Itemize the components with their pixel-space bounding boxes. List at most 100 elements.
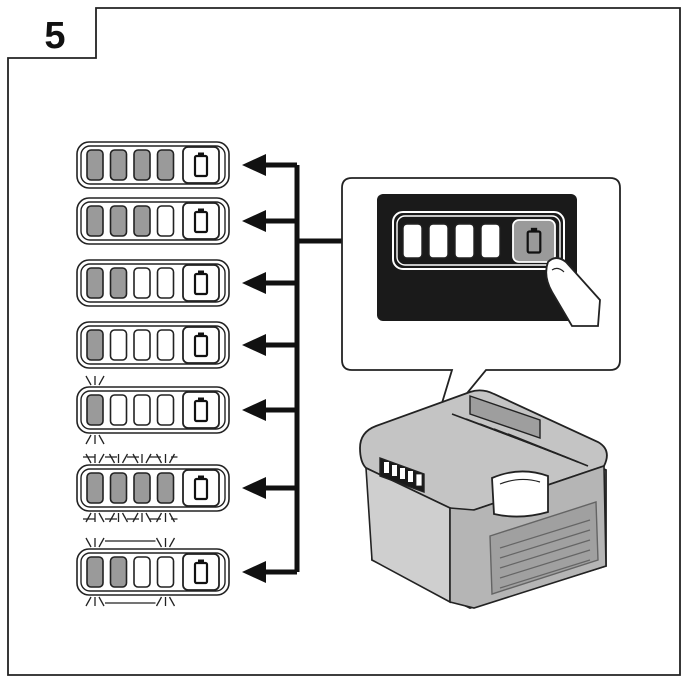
blink-mark xyxy=(85,596,92,607)
indicator-row xyxy=(76,375,230,445)
battery-latch-groove xyxy=(499,478,541,485)
indicator-inner-frame xyxy=(80,552,226,592)
blink-mark xyxy=(98,596,105,607)
check-button xyxy=(182,553,220,591)
indicator-row xyxy=(76,259,230,307)
segment-lit xyxy=(156,472,175,504)
blink-mark xyxy=(98,375,105,386)
blink-mark xyxy=(121,512,129,523)
indicator-inner-frame xyxy=(80,201,226,241)
blink-mark xyxy=(98,453,105,464)
blink-mark xyxy=(121,453,129,464)
blink-mark xyxy=(155,512,163,523)
blink-mark xyxy=(155,596,163,607)
segment-lit xyxy=(86,149,104,181)
segment-lit xyxy=(109,267,128,299)
check-button xyxy=(182,146,220,184)
check-button xyxy=(182,326,220,364)
connector-arrows xyxy=(242,154,390,583)
blink-mark xyxy=(168,453,176,464)
battery-icon-terminal xyxy=(530,227,538,232)
battery-grip-panel xyxy=(489,501,599,595)
indicator-inner-frame xyxy=(80,145,226,185)
figure-number: 5 xyxy=(44,15,66,57)
finger-nail xyxy=(551,267,565,273)
segment-off xyxy=(156,329,175,361)
segment-off xyxy=(133,329,151,361)
battery-rail xyxy=(507,433,589,467)
blink-mark xyxy=(168,596,176,607)
segment-lit xyxy=(86,329,104,361)
indicator-row xyxy=(76,197,230,245)
battery-icon xyxy=(526,227,542,254)
segment-lit xyxy=(86,205,104,237)
segment-lit xyxy=(109,472,128,504)
blink-mark xyxy=(108,512,116,523)
arrow-head xyxy=(242,561,266,583)
battery-indicator-segment xyxy=(392,465,397,476)
indicator-inner-frame xyxy=(80,263,226,303)
indicator-row xyxy=(76,141,230,189)
battery-icon-terminal xyxy=(198,270,204,274)
blink-mark xyxy=(132,453,139,464)
segment-off xyxy=(133,267,151,299)
indicator-inner-frame xyxy=(80,390,226,430)
check-button xyxy=(182,202,220,240)
indicator-inner-frame xyxy=(80,325,226,365)
battery-indicator-segment xyxy=(408,471,413,482)
blink-mark xyxy=(98,537,105,548)
panel-segment-off xyxy=(454,223,475,259)
blink-mark xyxy=(85,434,92,445)
arrow-head xyxy=(242,210,266,232)
blink-mark xyxy=(108,453,116,464)
indicator-row xyxy=(76,453,230,523)
indicator-row xyxy=(76,321,230,369)
panel-check-button xyxy=(512,219,556,263)
arrow-head xyxy=(242,154,266,176)
segment-off xyxy=(156,205,175,237)
arrow-head xyxy=(242,334,266,356)
arrow-head xyxy=(242,272,266,294)
blink-mark xyxy=(132,512,139,523)
battery-pack-icon xyxy=(359,389,608,609)
battery-indicator-segment xyxy=(384,462,389,473)
segment-off xyxy=(133,556,151,588)
battery-icon-terminal xyxy=(198,208,204,212)
segment-off xyxy=(156,267,175,299)
segment-off xyxy=(156,556,175,588)
blink-mark xyxy=(168,512,176,523)
indicator-row xyxy=(76,537,230,607)
blink-mark xyxy=(85,453,92,464)
finger-press-icon xyxy=(545,257,601,327)
segment-lit xyxy=(86,394,104,426)
segment-lit xyxy=(86,472,104,504)
segment-lit xyxy=(86,267,104,299)
blink-mark xyxy=(85,375,92,386)
arrow-head xyxy=(242,477,266,499)
segment-lit xyxy=(109,556,128,588)
check-button xyxy=(182,469,220,507)
check-button xyxy=(182,264,220,302)
segment-off xyxy=(133,394,151,426)
blink-mark xyxy=(98,512,105,523)
battery-icon-terminal xyxy=(198,152,204,156)
blink-mark xyxy=(155,453,163,464)
blink-mark xyxy=(168,537,176,548)
panel-segment-off xyxy=(428,223,449,259)
battery-rail-block xyxy=(469,395,541,439)
battery-icon-terminal xyxy=(198,559,204,563)
segment-lit xyxy=(133,149,151,181)
segment-lit xyxy=(133,205,151,237)
indicator-inner-frame xyxy=(80,468,226,508)
battery-icon-terminal xyxy=(198,397,204,401)
indicator-rows xyxy=(76,141,230,607)
panel-segment-off xyxy=(402,223,423,259)
segment-off xyxy=(109,329,128,361)
figure-frame xyxy=(7,7,681,676)
battery-indicator-button xyxy=(415,473,423,487)
segment-lit xyxy=(109,205,128,237)
battery-icon-terminal xyxy=(198,475,204,479)
blink-mark xyxy=(155,537,163,548)
